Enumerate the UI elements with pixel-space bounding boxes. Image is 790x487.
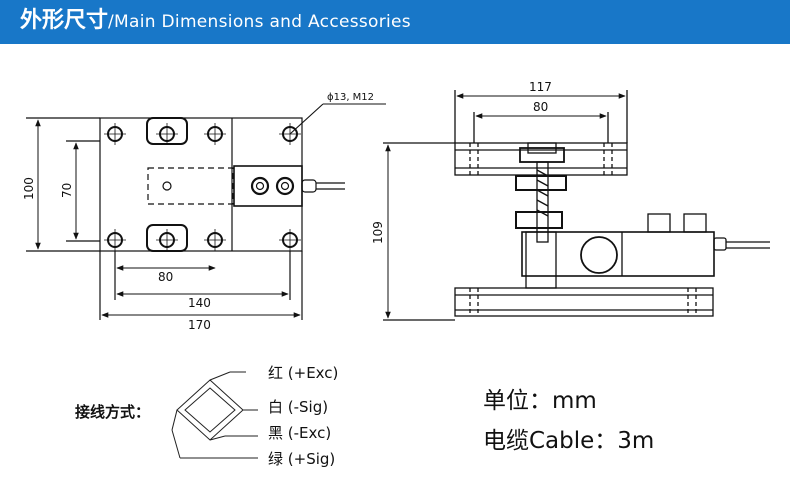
side-view	[383, 90, 770, 321]
wire-white: 白 (-Sig)	[268, 398, 328, 416]
front-holes	[104, 123, 301, 251]
title-en: /Main Dimensions and Accessories	[108, 12, 411, 32]
page-title: 外形尺寸/Main Dimensions and Accessories	[20, 6, 411, 37]
hole-spec-label: ϕ13, M12	[327, 92, 374, 103]
dim-80-front: 80	[158, 270, 173, 284]
wiring-label: 接线方式：	[75, 403, 150, 421]
dim-117: 117	[529, 80, 552, 94]
connector-right	[275, 176, 295, 196]
dim-100: 100	[22, 177, 36, 200]
header-bar: 外形尺寸/Main Dimensions and Accessories	[0, 0, 790, 44]
bottom-plate	[454, 287, 714, 317]
wire-red: 红 (+Exc)	[268, 364, 338, 382]
wire-black: 黑 (-Exc)	[268, 424, 331, 442]
dim-170: 170	[188, 318, 211, 332]
dim-140: 140	[188, 296, 211, 310]
bridge-diagram	[171, 371, 258, 459]
cell-body	[147, 167, 234, 205]
front-view	[26, 117, 345, 320]
title-cn: 外形尺寸	[20, 8, 109, 33]
load-cell-side	[521, 231, 715, 277]
dim-70: 70	[60, 183, 74, 198]
cable-spec: 电缆Cable：3m	[483, 428, 654, 454]
wire-green: 绿 (+Sig)	[268, 450, 335, 468]
base-plate	[99, 117, 303, 252]
dim-80-side: 80	[533, 100, 548, 114]
connector-left	[250, 176, 270, 196]
dim-109: 109	[371, 221, 385, 244]
unit-spec: 单位：mm	[483, 388, 597, 414]
